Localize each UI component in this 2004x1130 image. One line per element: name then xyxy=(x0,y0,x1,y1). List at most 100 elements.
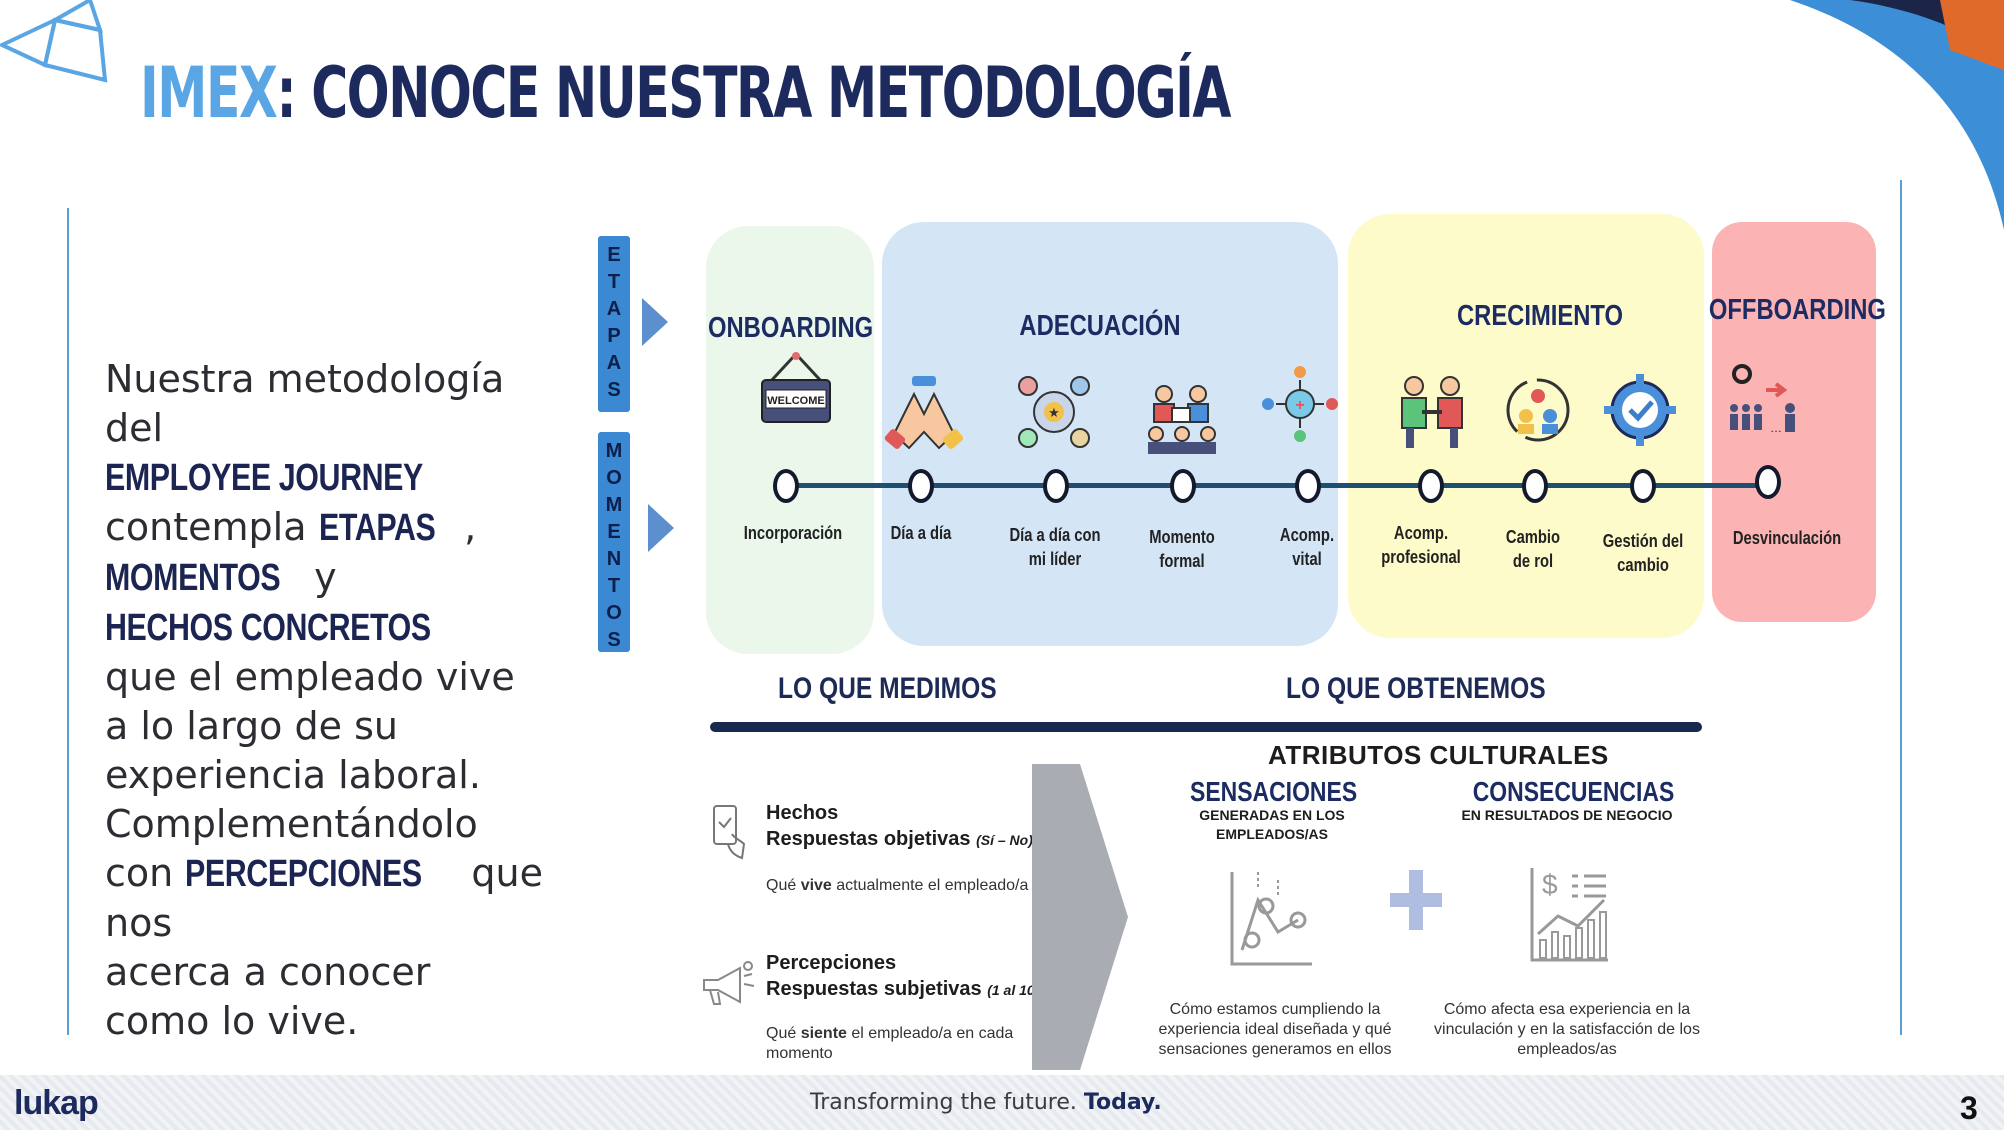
consecuencias-title: CONSECUENCIAS xyxy=(1472,776,1675,807)
svg-text:…: … xyxy=(1770,421,1782,435)
consecuencias-subtitle: EN RESULTADOS DE NEGOCIO xyxy=(1442,806,1692,825)
phase-onboarding xyxy=(706,226,874,654)
etapas-label: E T A P A S xyxy=(598,236,630,412)
intro-text: contempla xyxy=(105,505,319,549)
timeline-node xyxy=(1418,469,1444,503)
team-leader-icon: ★ xyxy=(1018,376,1090,448)
heading-lo-que-obtenemos: LO QUE OBTENEMOS xyxy=(1286,672,1546,705)
svg-text:+: + xyxy=(1295,397,1304,414)
intro-bold: PERCEPCIONES xyxy=(185,853,423,895)
moment-text: Desvinculación xyxy=(1732,528,1842,548)
desc-text: Qué xyxy=(766,877,801,894)
hechos-description: Qué vive actualmente el empleado/a xyxy=(766,876,1028,896)
caption-line: Cómo afecta esa experiencia en la xyxy=(1443,1001,1691,1018)
timeline-node xyxy=(1522,469,1548,503)
hechos-title: Hechos xyxy=(766,802,839,824)
intro-bold: HECHOS CONCRETOS xyxy=(105,607,431,649)
caption-line: Cómo estamos cumpliendo la xyxy=(1169,1001,1381,1018)
footer-tagline: Transforming the future. Today. xyxy=(810,1090,1162,1115)
label-letter: E xyxy=(607,521,621,543)
desc-text: actualmente el empleado/a xyxy=(831,877,1029,894)
percepciones-description: Qué siente el empleado/a en cada momento xyxy=(766,1024,1016,1064)
phone-check-icon xyxy=(713,805,746,860)
sub-line: EN RESULTADOS DE NEGOCIO xyxy=(1461,807,1673,823)
moment-text: formal xyxy=(1159,551,1205,571)
intro-text: con xyxy=(105,851,186,895)
intro-line: del EMPLOYEE JOURNEY xyxy=(105,404,565,503)
label-letter: O xyxy=(606,602,622,624)
percepciones-subtitle: Respuestas subjetivas (1 al 10) xyxy=(766,976,1039,1003)
timeline-line xyxy=(788,483,1768,488)
desc-text: Qué xyxy=(766,1025,801,1042)
moment-text: Cambio xyxy=(1505,527,1561,547)
moment-text: mi líder xyxy=(1028,549,1082,569)
label-letter: M xyxy=(605,440,623,462)
consecuencias-caption: Cómo afecta esa experiencia en la vincul… xyxy=(1432,1000,1702,1060)
right-divider xyxy=(1900,180,1902,1035)
timeline-node xyxy=(1630,469,1656,503)
etapas-arrow-icon xyxy=(642,298,668,346)
timeline-node xyxy=(1043,469,1069,503)
phase-title-crecimiento: CRECIMIENTO xyxy=(1456,300,1624,332)
intro-paragraph: Nuestra metodología del EMPLOYEE JOURNEY… xyxy=(105,355,565,1046)
percepciones-block: Percepciones Respuestas subjetivas (1 al… xyxy=(766,950,1039,1003)
sensaciones-subtitle: GENERADAS EN LOS EMPLEADOS/AS xyxy=(1172,806,1372,844)
label-letter: T xyxy=(607,575,621,597)
chevron-arrow-icon xyxy=(1032,764,1128,1070)
intro-line: contempla ETAPAS, xyxy=(105,503,565,553)
intro-line: Complementándolo xyxy=(105,802,478,846)
left-divider xyxy=(67,208,69,1035)
intro-line: Nuestra metodología xyxy=(105,357,505,401)
moment-text: Día a día xyxy=(890,523,952,543)
footer-band xyxy=(0,1075,2004,1130)
moment-label: Día a día con mi líder xyxy=(994,523,1117,571)
label-letter: S xyxy=(607,379,621,401)
caption-line: sensaciones generamos en ellos xyxy=(1158,1041,1392,1058)
intro-text: del xyxy=(105,406,164,450)
hechos-note: (Sí – No) xyxy=(976,832,1033,848)
meeting-group-icon xyxy=(1148,385,1216,454)
momentos-label: M O M E N T O S xyxy=(598,432,630,652)
plus-icon xyxy=(1390,870,1442,930)
label-letter: A xyxy=(606,298,622,320)
sub-line: EMPLEADOS/AS xyxy=(1215,826,1328,842)
hechos-subtitle-text: Respuestas objetivas xyxy=(766,828,971,850)
welcome-sign-icon: WELCOME xyxy=(761,352,831,423)
gear-check-icon xyxy=(1604,374,1676,446)
timeline-node xyxy=(1170,469,1196,503)
momentos-arrow-icon xyxy=(648,504,674,552)
moment-text: Día a día con xyxy=(1009,525,1101,545)
label-letter: E xyxy=(607,244,621,266)
hechos-block: Hechos Respuestas objetivas (Sí – No) xyxy=(766,800,1033,853)
tagline-text: Transforming the future. xyxy=(810,1090,1084,1115)
phase-title-offboarding: OFFBOARDING xyxy=(1708,294,1886,326)
timeline-node xyxy=(908,469,934,503)
moment-text: Momento xyxy=(1149,527,1215,547)
hands-together-icon xyxy=(884,376,964,450)
caption-line: empleados/as xyxy=(1517,1041,1617,1058)
desc-text: el empleado/a en cada xyxy=(846,1025,1014,1042)
sensaciones-caption: Cómo estamos cumpliendo la experiencia i… xyxy=(1150,1000,1400,1060)
moment-text: cambio xyxy=(1617,555,1669,575)
page-number: 3 xyxy=(1960,1090,1978,1126)
moment-label: Acomp. profesional xyxy=(1360,521,1483,569)
phase-title-onboarding: ONBOARDING xyxy=(708,312,874,344)
hechos-subtitle: Respuestas objetivas (Sí – No) xyxy=(766,826,1033,853)
moment-text: Acomp. xyxy=(1393,523,1449,543)
label-letter: A xyxy=(606,352,622,374)
intro-line: como lo vive. xyxy=(105,999,359,1043)
intro-bold: EMPLOYEE JOURNEY xyxy=(105,457,423,499)
moment-label: Desvinculación xyxy=(1726,526,1849,550)
tagline-bold: Today. xyxy=(1083,1090,1162,1115)
intro-line: que el empleado vive xyxy=(105,655,515,699)
moment-text: vital xyxy=(1292,549,1322,569)
intro-text: que nos xyxy=(105,851,543,945)
corner-logo-shape xyxy=(0,0,108,83)
label-letter: N xyxy=(606,548,622,570)
timeline-node xyxy=(1295,469,1321,503)
label-letter: S xyxy=(607,629,621,651)
moment-text: profesional xyxy=(1381,547,1461,567)
moment-text: Gestión del xyxy=(1602,531,1684,551)
svg-text:★: ★ xyxy=(1048,405,1060,420)
label-letter: M xyxy=(605,494,623,516)
